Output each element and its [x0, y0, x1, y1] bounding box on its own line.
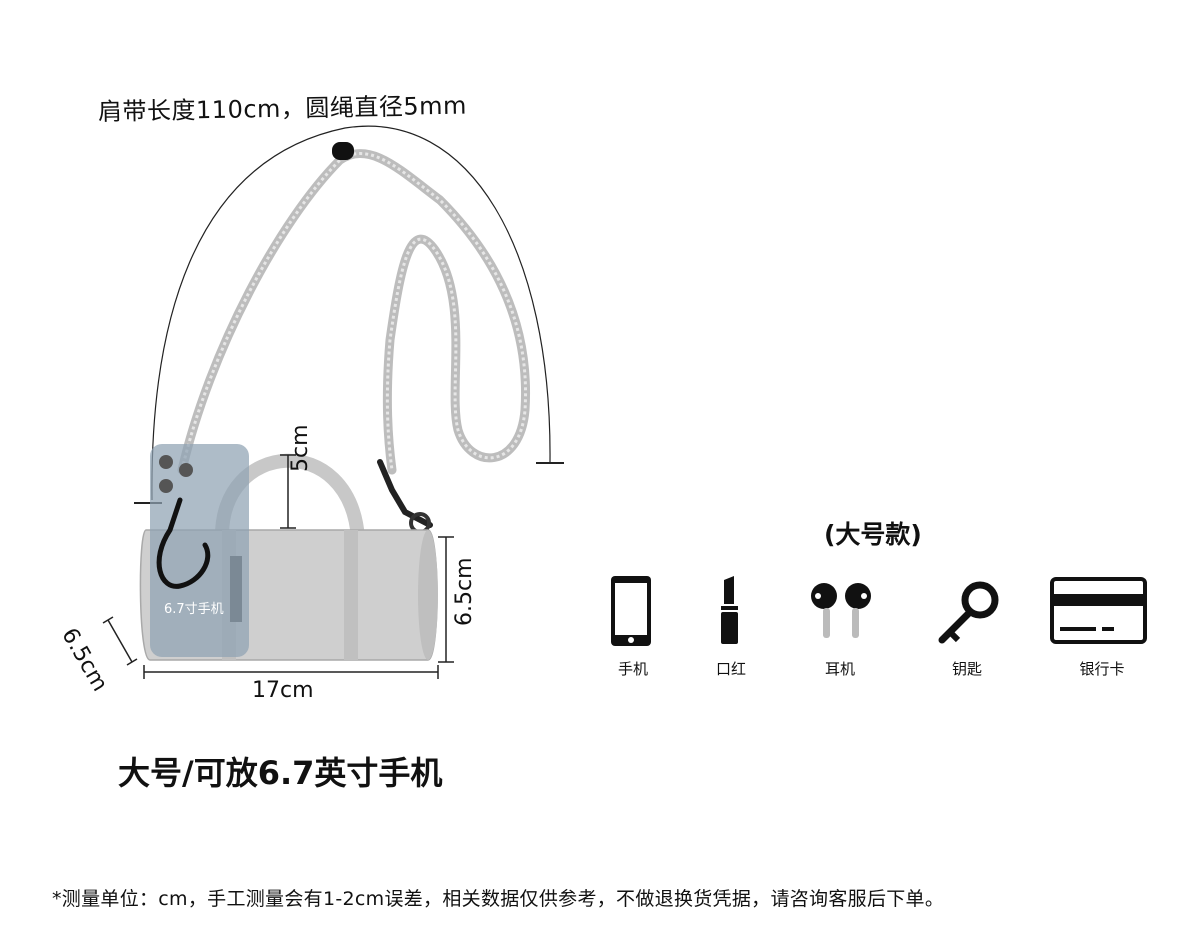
item-label-earbuds: 耳机 [824, 660, 855, 678]
size-title: 大号/可放6.7英寸手机 [118, 754, 443, 792]
phone-overlay [150, 444, 249, 657]
left-carabiner [156, 497, 211, 589]
right-clip [377, 459, 433, 528]
phone-size-label: 6.7寸手机 [164, 602, 224, 617]
item-label-lipstick: 口红 [715, 660, 746, 678]
items-icon-row [611, 576, 1147, 646]
item-label-card: 银行卡 [1079, 660, 1125, 678]
card-icon [1050, 577, 1147, 644]
handle-height-label: 5cm [288, 424, 313, 472]
body-height-label: 6.5cm [452, 557, 477, 626]
variant-title: (大号款) [824, 520, 922, 549]
rope-strap [177, 149, 531, 475]
earbuds-icon [811, 583, 871, 638]
key-icon [938, 581, 999, 644]
item-label-phone: 手机 [617, 660, 648, 678]
strap-spec-label: 肩带长度110cm，圆绳直径5mm [97, 91, 468, 126]
item-label-key: 钥匙 [951, 660, 982, 678]
phone-icon [611, 576, 651, 646]
measurement-footnote: *测量单位：cm，手工测量会有1-2cm误差，相关数据仅供参考，不做退换货凭据，… [52, 888, 945, 910]
strap-length-arc [151, 125, 551, 501]
lipstick-icon [721, 576, 738, 644]
cord-stopper [332, 142, 354, 160]
width-label: 17cm [252, 678, 314, 703]
dim-line-depth [107, 619, 133, 663]
